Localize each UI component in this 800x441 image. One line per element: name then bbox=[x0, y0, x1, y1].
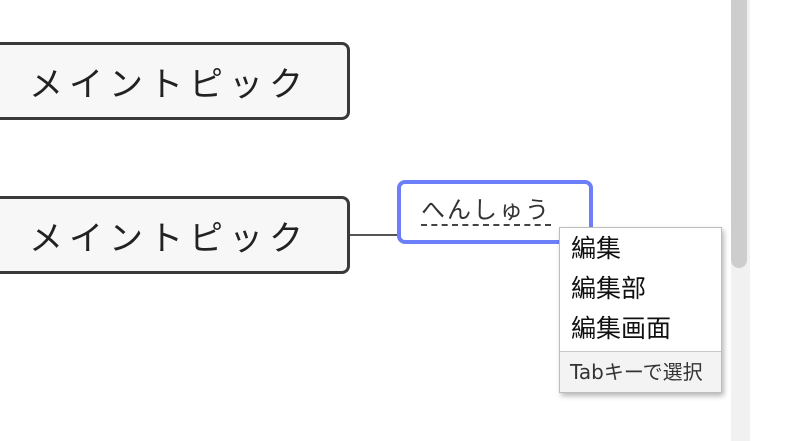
topic-label: メイントピック bbox=[29, 64, 309, 105]
main-topic-node[interactable]: メイントピック bbox=[0, 42, 350, 120]
vertical-scrollbar-thumb[interactable] bbox=[731, 0, 747, 268]
ime-composition-text[interactable]: へんしゅう bbox=[421, 196, 551, 226]
topic-label: メイントピック bbox=[29, 218, 309, 259]
main-topic-node[interactable]: メイントピック bbox=[0, 196, 350, 274]
ime-candidate-item[interactable]: 編集部 bbox=[571, 274, 647, 303]
side-panel bbox=[750, 0, 800, 441]
ime-candidate-item[interactable]: 編集 bbox=[571, 234, 622, 263]
ime-candidate-item[interactable]: 編集画面 bbox=[571, 314, 672, 343]
ime-candidate-popup[interactable]: 編集 編集部 編集画面 Tabキーで選択 bbox=[559, 227, 722, 393]
ime-footer-hint: Tabキーで選択 bbox=[560, 351, 721, 392]
mindmap-canvas[interactable]: メイントピック メイントピック へんしゅう 編集 編集部 編集画面 Tabキーで… bbox=[0, 0, 730, 441]
